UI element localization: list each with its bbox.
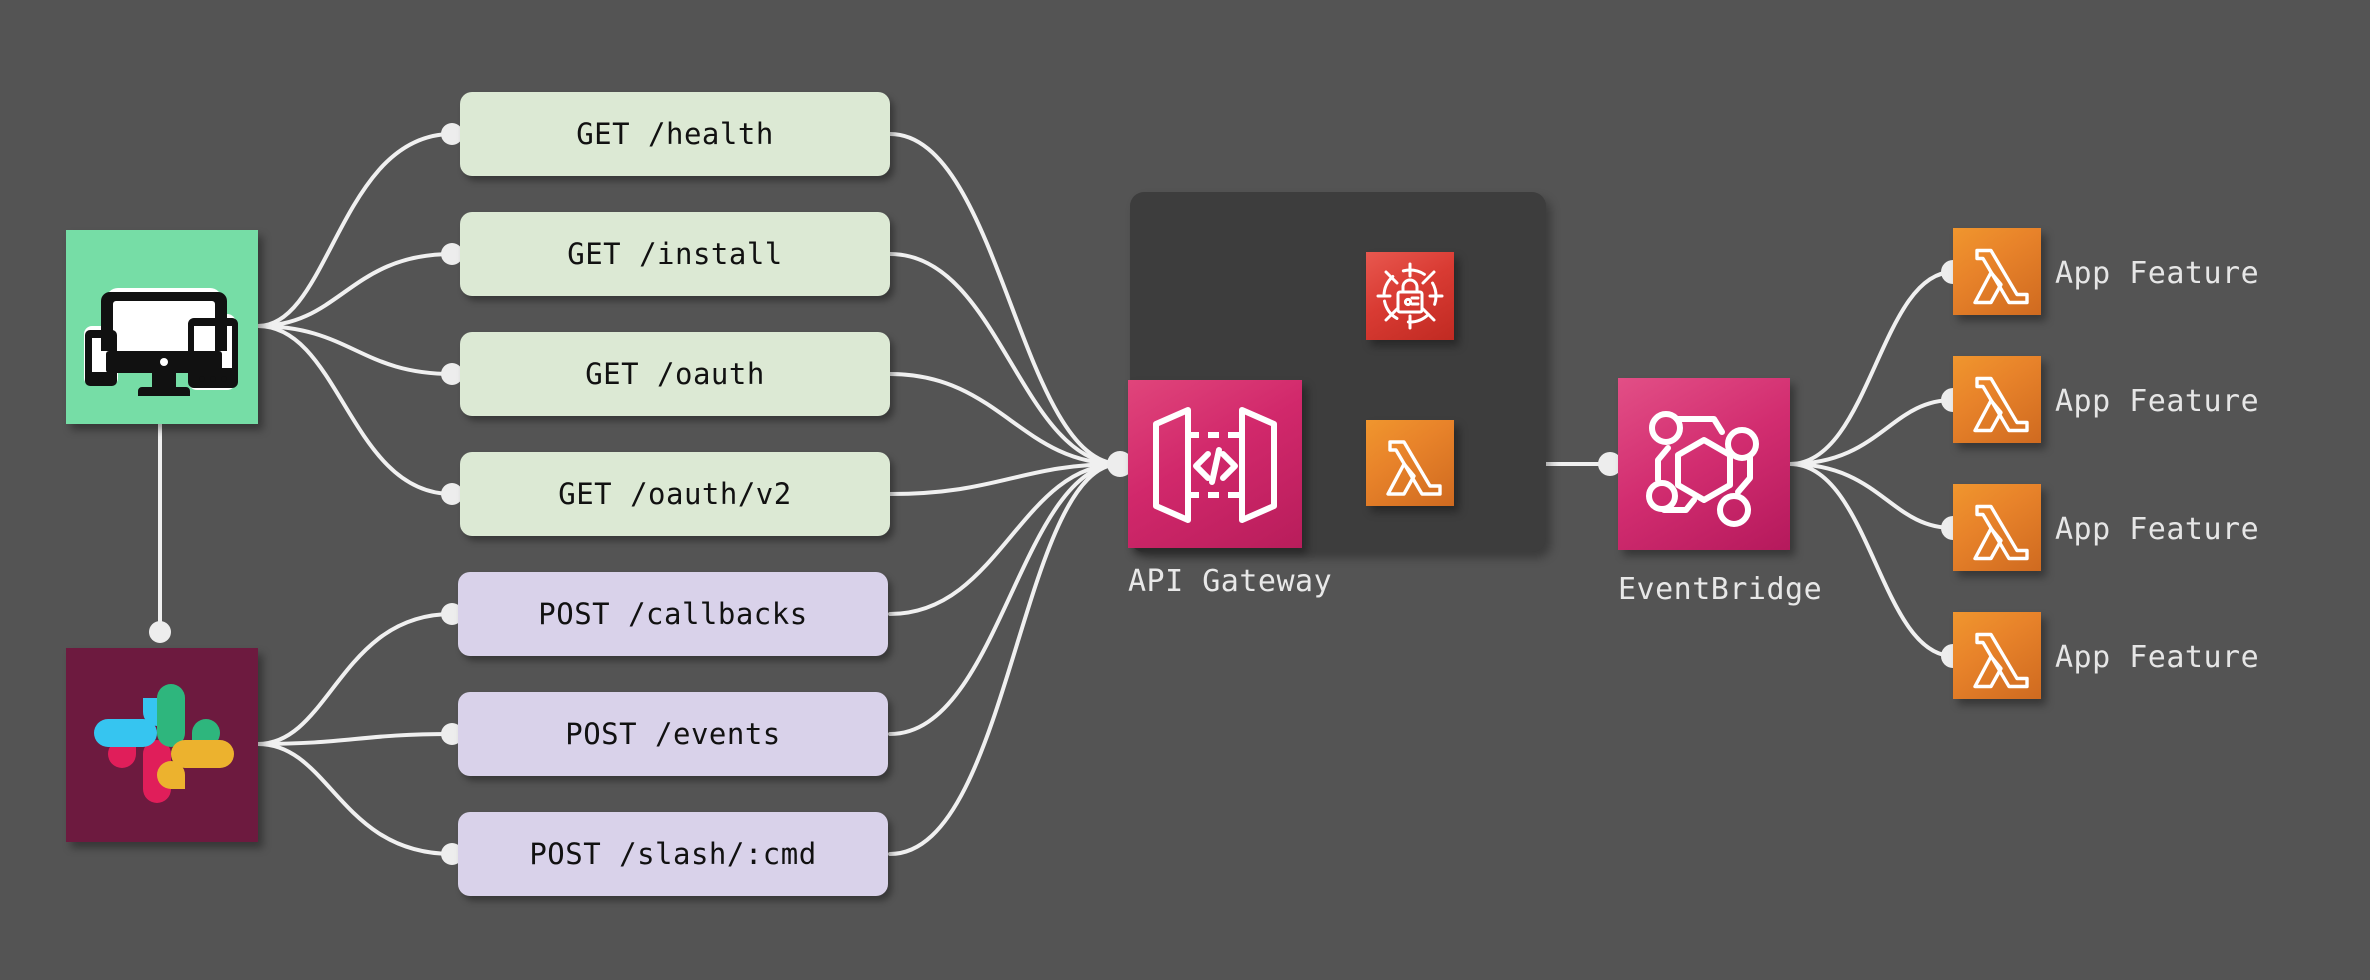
slack-icon xyxy=(94,684,234,803)
app-feature-lambda-4[interactable] xyxy=(1953,612,2041,699)
lambda-icon xyxy=(1973,376,2029,433)
route-label: GET /install xyxy=(567,237,783,271)
api-gateway-node[interactable] xyxy=(1128,380,1302,548)
app-feature-label-3: App Feature xyxy=(2055,512,2260,547)
route-box-get-health[interactable]: GET /health xyxy=(460,92,890,176)
route-box-get-oauth[interactable]: GET /oauth xyxy=(460,332,890,416)
route-label: GET /health xyxy=(576,117,774,151)
app-feature-lambda-3[interactable] xyxy=(1953,484,2041,571)
app-feature-label-1: App Feature xyxy=(2055,256,2260,291)
edge-oauth-apigw xyxy=(888,372,1122,466)
slack-node[interactable] xyxy=(66,648,258,842)
edge-eb-feature-4 xyxy=(1788,462,1955,658)
client-devices-node[interactable] xyxy=(66,230,258,424)
lambda-icon xyxy=(1973,504,2029,561)
edge-client-oauth xyxy=(256,324,454,376)
route-label: GET /oauth/v2 xyxy=(558,477,792,511)
route-label: POST /callbacks xyxy=(538,597,808,631)
edge-slash-apigw xyxy=(888,462,1122,856)
edge-oauthv2-apigw xyxy=(888,462,1122,496)
edge-client-install xyxy=(256,252,454,328)
edge-events-apigw xyxy=(888,462,1122,736)
edge-eb-feature-2 xyxy=(1788,398,1955,466)
app-feature-label-2: App Feature xyxy=(2055,384,2260,419)
route-box-get-install[interactable]: GET /install xyxy=(460,212,890,296)
edge-callbacks-apigw xyxy=(888,462,1122,616)
edge-slack-callbacks xyxy=(256,612,454,746)
edge-health-apigw xyxy=(888,132,1122,466)
edge-eb-feature-3 xyxy=(1788,462,1955,530)
devices-icon xyxy=(84,288,238,396)
waf-shield-icon xyxy=(1376,262,1444,330)
route-label: POST /events xyxy=(565,717,781,751)
edge-client-oauthv2 xyxy=(256,324,454,496)
route-label: GET /oauth xyxy=(585,357,765,391)
waf-node[interactable] xyxy=(1366,252,1454,340)
app-feature-label-4: App Feature xyxy=(2055,640,2260,675)
edge-eb-feature-1 xyxy=(1788,270,1955,466)
edge-client-health xyxy=(256,132,454,328)
lambda-icon xyxy=(1973,632,2029,689)
app-feature-lambda-2[interactable] xyxy=(1953,356,2041,443)
route-box-post-slash-cmd[interactable]: POST /slash/:cmd xyxy=(458,812,888,896)
api-gateway-icon xyxy=(1153,407,1277,523)
backend-lambda-node[interactable] xyxy=(1366,420,1454,506)
lambda-icon xyxy=(1973,248,2029,305)
api-gateway-label: API Gateway xyxy=(1128,564,1333,599)
route-box-get-oauth-v2[interactable]: GET /oauth/v2 xyxy=(460,452,890,536)
route-box-post-callbacks[interactable]: POST /callbacks xyxy=(458,572,888,656)
app-feature-lambda-1[interactable] xyxy=(1953,228,2041,315)
eventbridge-label: EventBridge xyxy=(1618,572,1823,607)
route-label: POST /slash/:cmd xyxy=(529,837,817,871)
lambda-icon xyxy=(1386,440,1442,496)
edge-slack-slash xyxy=(256,742,454,856)
edge-slack-events xyxy=(256,732,454,746)
eventbridge-node[interactable] xyxy=(1618,378,1790,550)
route-box-post-events[interactable]: POST /events xyxy=(458,692,888,776)
eventbridge-icon xyxy=(1646,411,1759,527)
edge-install-apigw xyxy=(888,252,1122,466)
